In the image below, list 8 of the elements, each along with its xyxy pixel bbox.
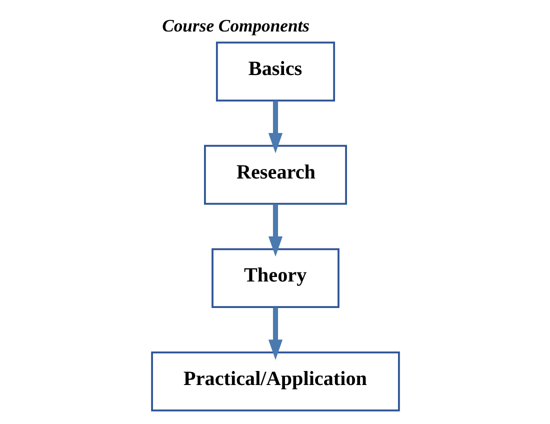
arrow xyxy=(268,100,282,154)
node-box: Theory xyxy=(211,248,339,308)
node-box: Practical/Application xyxy=(150,352,400,412)
node-box: Basics xyxy=(215,42,335,102)
diagram-title: Course Components xyxy=(162,15,310,36)
arrow xyxy=(268,204,282,257)
arrow xyxy=(268,307,282,360)
node-box: Research xyxy=(204,144,346,205)
